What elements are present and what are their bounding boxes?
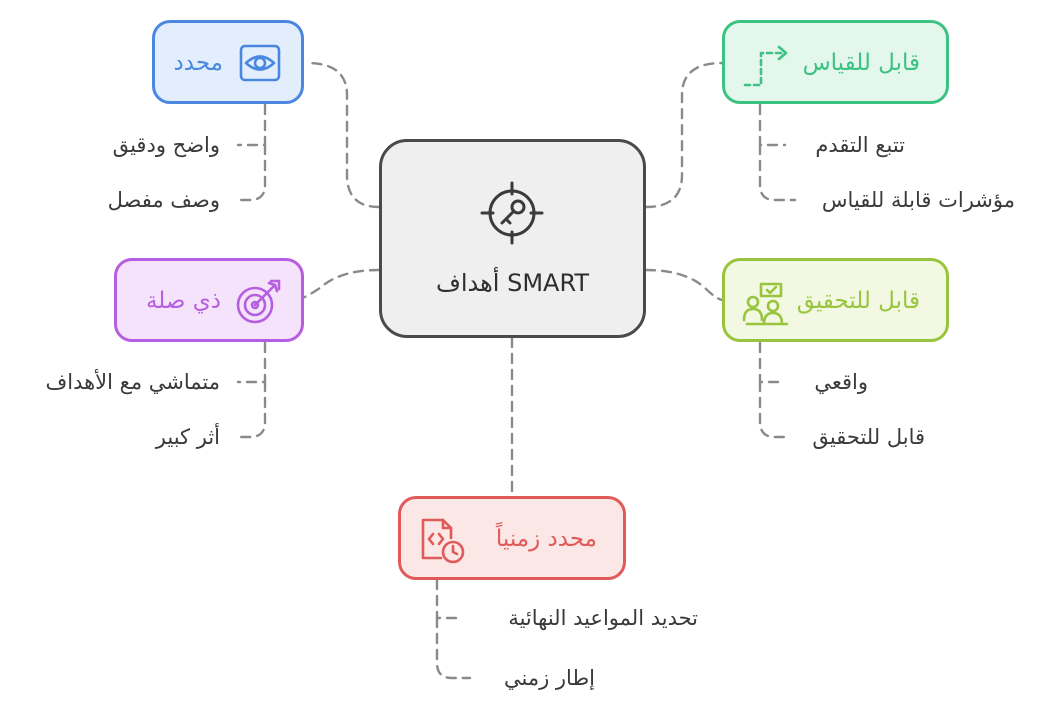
achievable-leaf-2: قابل للتحقيق <box>812 425 925 449</box>
target-key-icon <box>480 181 544 245</box>
measurable-leaf-1: تتبع التقدم <box>815 133 905 157</box>
connector-relevant-leaf-2 <box>233 380 267 439</box>
node-achievable: قابل للتحقيق <box>722 258 949 342</box>
node-timebound-label: محدد زمنياً <box>495 526 597 552</box>
timebound-leaf-1: تحديد المواعيد النهائية <box>508 606 698 630</box>
relevant-leaf-2: أثر كبير <box>155 425 220 449</box>
code-file-clock-icon <box>421 518 465 564</box>
connector-specific-leaf-2 <box>233 143 267 202</box>
connector-center-measurable <box>644 61 724 209</box>
connector-center-achievable <box>644 268 724 302</box>
connector-achievable-leaf-1 <box>758 341 787 384</box>
connector-timebound-leaf-2 <box>435 616 472 680</box>
center-label: SMART أهداف <box>435 269 590 297</box>
node-achievable-label: قابل للتحقيق <box>796 288 920 314</box>
connector-measurable-leaf-2 <box>758 143 797 202</box>
relevant-leaf-1: متماشي مع الأهداف <box>45 370 220 394</box>
connector-relevant-leaf-1 <box>236 341 267 384</box>
verified-people-icon <box>742 282 789 326</box>
node-specific-label: محدد <box>173 50 223 76</box>
node-relevant-label: ذي صلة <box>145 288 221 314</box>
specific-leaf-1: واضح ودقيق <box>112 133 220 157</box>
measurable-leaf-2: مؤشرات قابلة للقياس <box>821 188 1015 212</box>
achievable-leaf-1: واقعي <box>814 370 868 394</box>
node-measurable: قابل للقياس <box>722 20 949 104</box>
node-relevant: ذي صلة <box>114 258 304 342</box>
connector-center-specific <box>305 61 381 209</box>
timebound-leaf-2: إطار زمني <box>504 666 595 690</box>
connector-center-relevant <box>295 268 381 302</box>
path-arrow-icon <box>743 45 788 87</box>
specific-leaf-2: وصف مفصل <box>107 188 220 212</box>
node-timebound: محدد زمنياً <box>398 496 626 580</box>
center-node: SMART أهداف <box>379 139 646 338</box>
connector-specific-leaf-1 <box>236 103 267 147</box>
connector-achievable-leaf-2 <box>758 380 792 439</box>
connector-measurable-leaf-1 <box>758 103 787 147</box>
target-arrow-icon <box>236 279 281 324</box>
node-measurable-label: قابل للقياس <box>802 50 920 76</box>
connector-timebound-leaf-1 <box>435 578 462 620</box>
node-specific: محدد <box>152 20 304 104</box>
eye-icon <box>239 44 281 82</box>
